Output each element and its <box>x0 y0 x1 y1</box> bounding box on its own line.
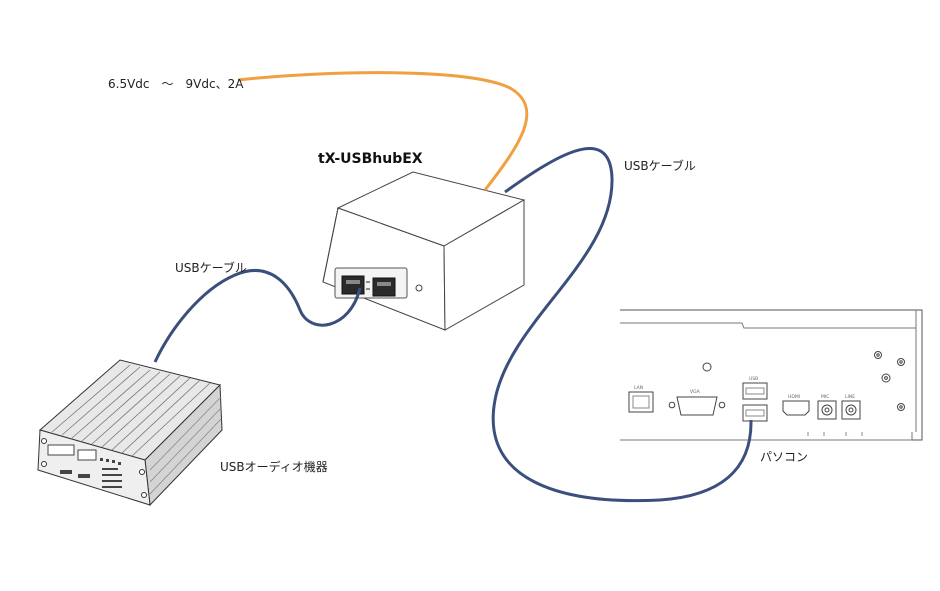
pc-label: パソコン <box>760 450 809 464</box>
usb-hub-device <box>322 171 526 331</box>
usb-cable-pc <box>491 147 753 503</box>
hub-title: tX-USBhubEX <box>318 151 423 167</box>
audio-cable-label: USBケーブル <box>175 261 247 275</box>
usb-cable-audio <box>153 268 362 363</box>
pc-port-labels: LAN VGA USB HDMI MIC LINE <box>634 376 855 400</box>
pc-port-line-label: LINE <box>845 394 855 400</box>
power-cable <box>237 71 529 191</box>
pc-cable-label: USBケーブル <box>624 159 696 173</box>
pc-port-lan-label: LAN <box>634 385 643 391</box>
pc-port-mic-label: MIC <box>821 394 829 400</box>
pc-unit <box>620 309 923 441</box>
audio-device-label: USBオーディオ機器 <box>220 460 328 474</box>
pc-port-vga-label: VGA <box>690 389 701 395</box>
usb-audio-device <box>37 359 223 507</box>
pc-port-hdmi-label: HDMI <box>788 394 800 400</box>
power-spec-label: 6.5Vdc ～ 9Vdc、2A <box>108 77 244 91</box>
pc-port-usb-label: USB <box>749 376 758 382</box>
